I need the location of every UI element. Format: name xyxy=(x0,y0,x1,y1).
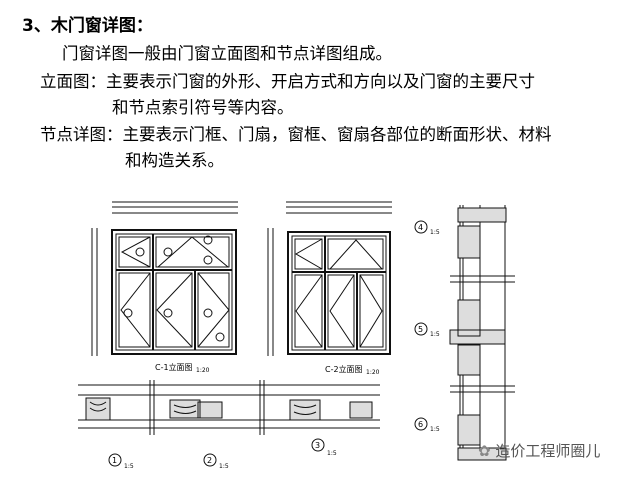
detail-2-number: 2 xyxy=(207,456,212,465)
c1-scale: 1:20 xyxy=(196,367,210,374)
c1-elevation xyxy=(91,201,238,356)
text-line-2: 立面图：主要表示门窗的外形、开启方式和方向以及门窗的主要尺寸 xyxy=(40,72,535,91)
c2-label: C-2立面图 xyxy=(325,364,363,374)
wechat-icon: ✿ xyxy=(478,442,496,460)
detail-4-number: 4 xyxy=(418,223,423,232)
detail-5-scale: 1:5 xyxy=(430,331,440,338)
horizontal-sections xyxy=(78,380,380,435)
detail-markers xyxy=(108,220,428,467)
detail-6-scale: 1:5 xyxy=(430,426,440,433)
detail-6-number: 6 xyxy=(418,420,423,429)
text-line-1: 门窗详图一般由门窗立面图和节点详图组成。 xyxy=(62,44,392,63)
c2-scale: 1:20 xyxy=(366,369,380,376)
watermark-text: 造价工程师圈儿 xyxy=(495,442,601,460)
c1-label: C-1立面图 xyxy=(155,362,193,372)
text-line-4: 节点详图：主要表示门框、门扇，窗框、窗扇各部位的断面形状、材料 xyxy=(40,125,552,144)
c2-elevation xyxy=(267,201,392,356)
vertical-section xyxy=(449,205,515,461)
text-line-5: 和构造关系。 xyxy=(125,151,224,170)
detail-2-scale: 1:5 xyxy=(219,463,229,470)
detail-5-number: 5 xyxy=(418,325,423,334)
heading: 3、木门窗详图： xyxy=(22,16,153,36)
detail-1-number: 1 xyxy=(112,456,117,465)
detail-3-scale: 1:5 xyxy=(327,450,337,457)
text-line-3: 和节点索引符号等内容。 xyxy=(112,98,294,117)
detail-1-scale: 1:5 xyxy=(124,463,134,470)
detail-3-number: 3 xyxy=(315,441,320,450)
detail-4-scale: 1:5 xyxy=(430,229,440,236)
watermark: ✿ 造价工程师圈儿 xyxy=(478,440,600,461)
